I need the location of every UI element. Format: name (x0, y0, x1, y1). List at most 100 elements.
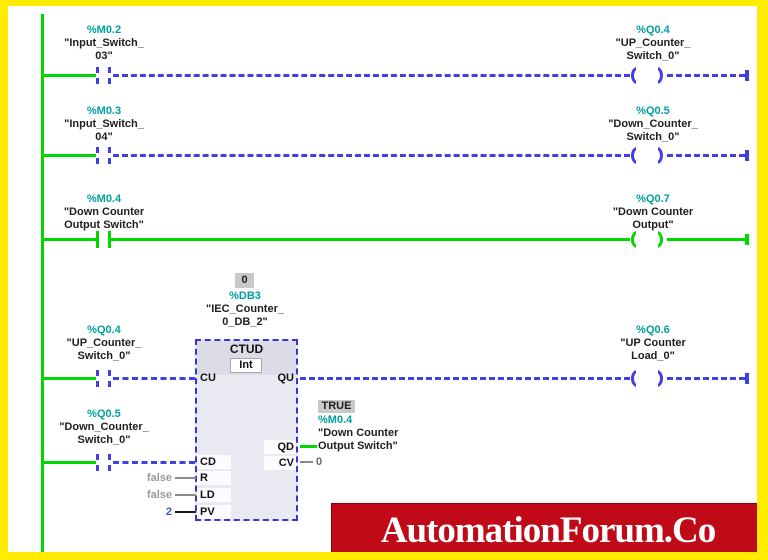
operand-address[interactable]: %Q0.4 (87, 324, 121, 336)
no-contact-symbol[interactable] (108, 67, 111, 84)
port-cu[interactable]: CU (200, 372, 216, 384)
contact-label[interactable]: %Q0.4 "UP_Counter_ Switch_0" (34, 324, 174, 363)
operand-name: Output Switch" (318, 440, 398, 452)
operand-address[interactable]: %M0.4 (318, 414, 353, 426)
cv-value[interactable]: 0 (316, 456, 323, 468)
port-strip (197, 505, 231, 519)
block-type-label: CTUD (229, 342, 264, 356)
rung-end-terminal (745, 150, 749, 161)
no-contact-symbol[interactable] (96, 370, 99, 387)
contact-label[interactable]: %Q0.5 "Down_Counter_ Switch_0" (34, 408, 174, 447)
operand-name: 04" (95, 131, 113, 143)
wire (113, 377, 195, 380)
coil-symbol[interactable] (631, 231, 637, 248)
operand-name: "Down_Counter_ (59, 421, 149, 433)
wire (175, 494, 196, 496)
port-strip (197, 471, 231, 485)
operand-name: "Input_Switch_ (64, 37, 144, 49)
operand-name: Switch_0" (77, 350, 131, 362)
operand-address[interactable]: %Q0.4 (636, 24, 670, 36)
no-contact-symbol[interactable] (108, 454, 111, 471)
left-power-rail (41, 14, 44, 552)
coil-label[interactable]: %Q0.6 "UP Counter Load_0" (573, 324, 733, 363)
operand-address[interactable]: %Q0.7 (636, 193, 670, 205)
operand-name: "UP Counter (620, 337, 686, 349)
wire (300, 445, 317, 448)
db-address[interactable]: %DB3 (229, 290, 261, 302)
operand-address[interactable]: %M0.2 (86, 24, 122, 36)
watermark-banner: AutomationForum.Co (331, 503, 757, 552)
coil-symbol[interactable] (631, 370, 637, 387)
port-qd[interactable]: QD (277, 441, 295, 453)
operand-address[interactable]: %Q0.6 (636, 324, 670, 336)
operand-name: "Input_Switch_ (64, 118, 144, 130)
operand-name: Switch_0" (626, 50, 680, 62)
coil-label[interactable]: %Q0.5 "Down_Counter_ Switch_0" (573, 105, 733, 144)
wire (667, 154, 745, 157)
wire (300, 461, 313, 463)
port-r[interactable]: R (200, 472, 208, 484)
db-name: 0_DB_2" (222, 316, 268, 328)
wire (43, 74, 96, 77)
port-strip (264, 456, 296, 470)
no-contact-symbol[interactable] (96, 67, 99, 84)
operand-name: "UP_Counter_ (615, 37, 691, 49)
no-contact-symbol[interactable] (96, 147, 99, 164)
operand-address[interactable]: %Q0.5 (636, 105, 670, 117)
operand-name: "UP_Counter_ (66, 337, 142, 349)
wire (43, 461, 96, 464)
operand-address[interactable]: %M0.3 (86, 105, 122, 117)
contact-label[interactable]: %M0.2 "Input_Switch_ 03" (34, 24, 174, 63)
wire (667, 238, 745, 241)
wire (175, 477, 196, 479)
wire (113, 154, 630, 157)
no-contact-symbol[interactable] (108, 370, 111, 387)
operand-address[interactable]: %M0.4 (86, 193, 122, 205)
data-type-selector[interactable]: Int (230, 358, 262, 373)
wire (667, 377, 745, 380)
coil-symbol[interactable] (631, 67, 637, 84)
qd-operand-label[interactable]: %M0.4 "Down Counter Output Switch" (318, 414, 448, 453)
coil-symbol[interactable] (657, 147, 663, 164)
ld-value[interactable]: false (146, 489, 172, 501)
operand-name: Switch_0" (77, 434, 131, 446)
wire (300, 377, 630, 380)
operand-name: Switch_0" (626, 131, 680, 143)
port-qu[interactable]: QU (277, 372, 295, 384)
port-strip (197, 455, 231, 469)
contact-label[interactable]: %M0.4 "Down Counter Output Switch" (34, 193, 174, 232)
coil-label[interactable]: %Q0.4 "UP_Counter_ Switch_0" (573, 24, 733, 63)
watermark-text: AutomationForum.Co (380, 510, 717, 551)
no-contact-symbol[interactable] (96, 454, 99, 471)
coil-label[interactable]: %Q0.7 "Down Counter Output" (573, 193, 733, 232)
db-label[interactable]: %DB3 "IEC_Counter_ 0_DB_2" (185, 290, 305, 329)
pv-value[interactable]: 2 (165, 506, 172, 518)
wire (175, 511, 196, 513)
operand-name: Load_0" (631, 350, 675, 362)
wire (667, 74, 745, 77)
operand-name: Output" (632, 219, 674, 231)
operand-address[interactable]: %Q0.5 (87, 408, 121, 420)
port-pv[interactable]: PV (200, 506, 215, 518)
coil-symbol[interactable] (657, 370, 663, 387)
operand-name: "Down Counter (63, 206, 145, 218)
coil-symbol[interactable] (631, 147, 637, 164)
operand-name: Output Switch" (64, 219, 144, 231)
no-contact-symbol[interactable] (96, 231, 99, 248)
contact-label[interactable]: %M0.3 "Input_Switch_ 04" (34, 105, 174, 144)
wire (43, 238, 96, 241)
port-ld[interactable]: LD (200, 489, 215, 501)
coil-symbol[interactable] (657, 67, 663, 84)
operand-name: "Down Counter (612, 206, 694, 218)
coil-symbol[interactable] (657, 231, 663, 248)
rung-end-terminal (745, 234, 749, 245)
r-value[interactable]: false (146, 472, 172, 484)
no-contact-symbol[interactable] (108, 147, 111, 164)
wire (111, 238, 630, 241)
port-cd[interactable]: CD (200, 456, 216, 468)
wire (113, 74, 630, 77)
port-strip (197, 488, 231, 502)
port-cv[interactable]: CV (278, 457, 294, 469)
no-contact-symbol[interactable] (108, 231, 111, 248)
